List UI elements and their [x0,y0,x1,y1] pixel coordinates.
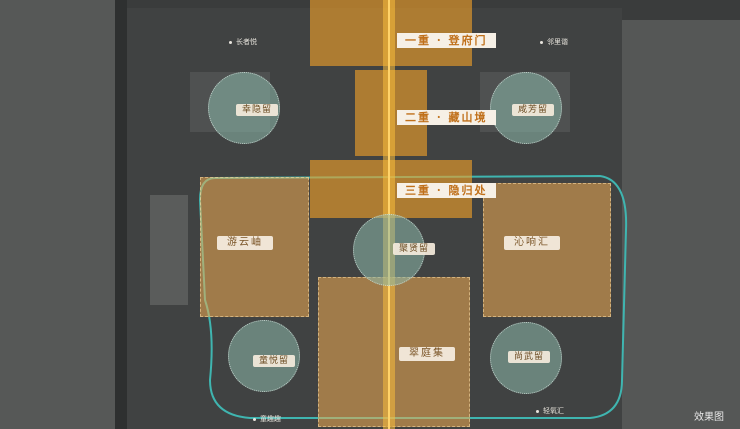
zone-right-label: 沁响汇 [504,236,560,250]
tier1-label: 一重 · 登府门 [397,33,496,48]
side-label-top-right: 邻里谐 [547,38,568,46]
side-dot-bottom-right [536,410,539,413]
tier2-label: 二重 · 藏山境 [397,110,496,125]
pavilion-label-top-right: 咸芳留 [512,104,555,116]
zone-left-label: 游云岫 [217,236,273,250]
side-dot-top-left [229,41,232,44]
pavilion-label-bottom-right: 尚武留 [508,351,551,363]
background-right-band [622,20,740,429]
parking-lot [150,195,188,305]
zone-right-plaza [483,183,611,317]
pavilion-label-top-left: 幸隐留 [236,104,279,116]
effect-image-watermark: 效果图 [694,412,724,423]
side-label-bottom-left: 童趣趣 [260,415,281,423]
side-label-bottom-right: 轻氧汇 [543,407,564,415]
tier3-label: 三重 · 隐归处 [397,183,496,198]
background-road [115,0,127,429]
pavilion-label-bottom-left: 童悦留 [253,355,296,367]
pavilion-label-center: 聚贤留 [393,243,436,255]
zone-bottom-label: 翠庭集 [399,347,455,361]
side-dot-bottom-left [253,418,256,421]
side-dot-top-right [540,41,543,44]
background-left-band [0,0,115,429]
side-label-top-left: 长者悦 [236,38,257,46]
